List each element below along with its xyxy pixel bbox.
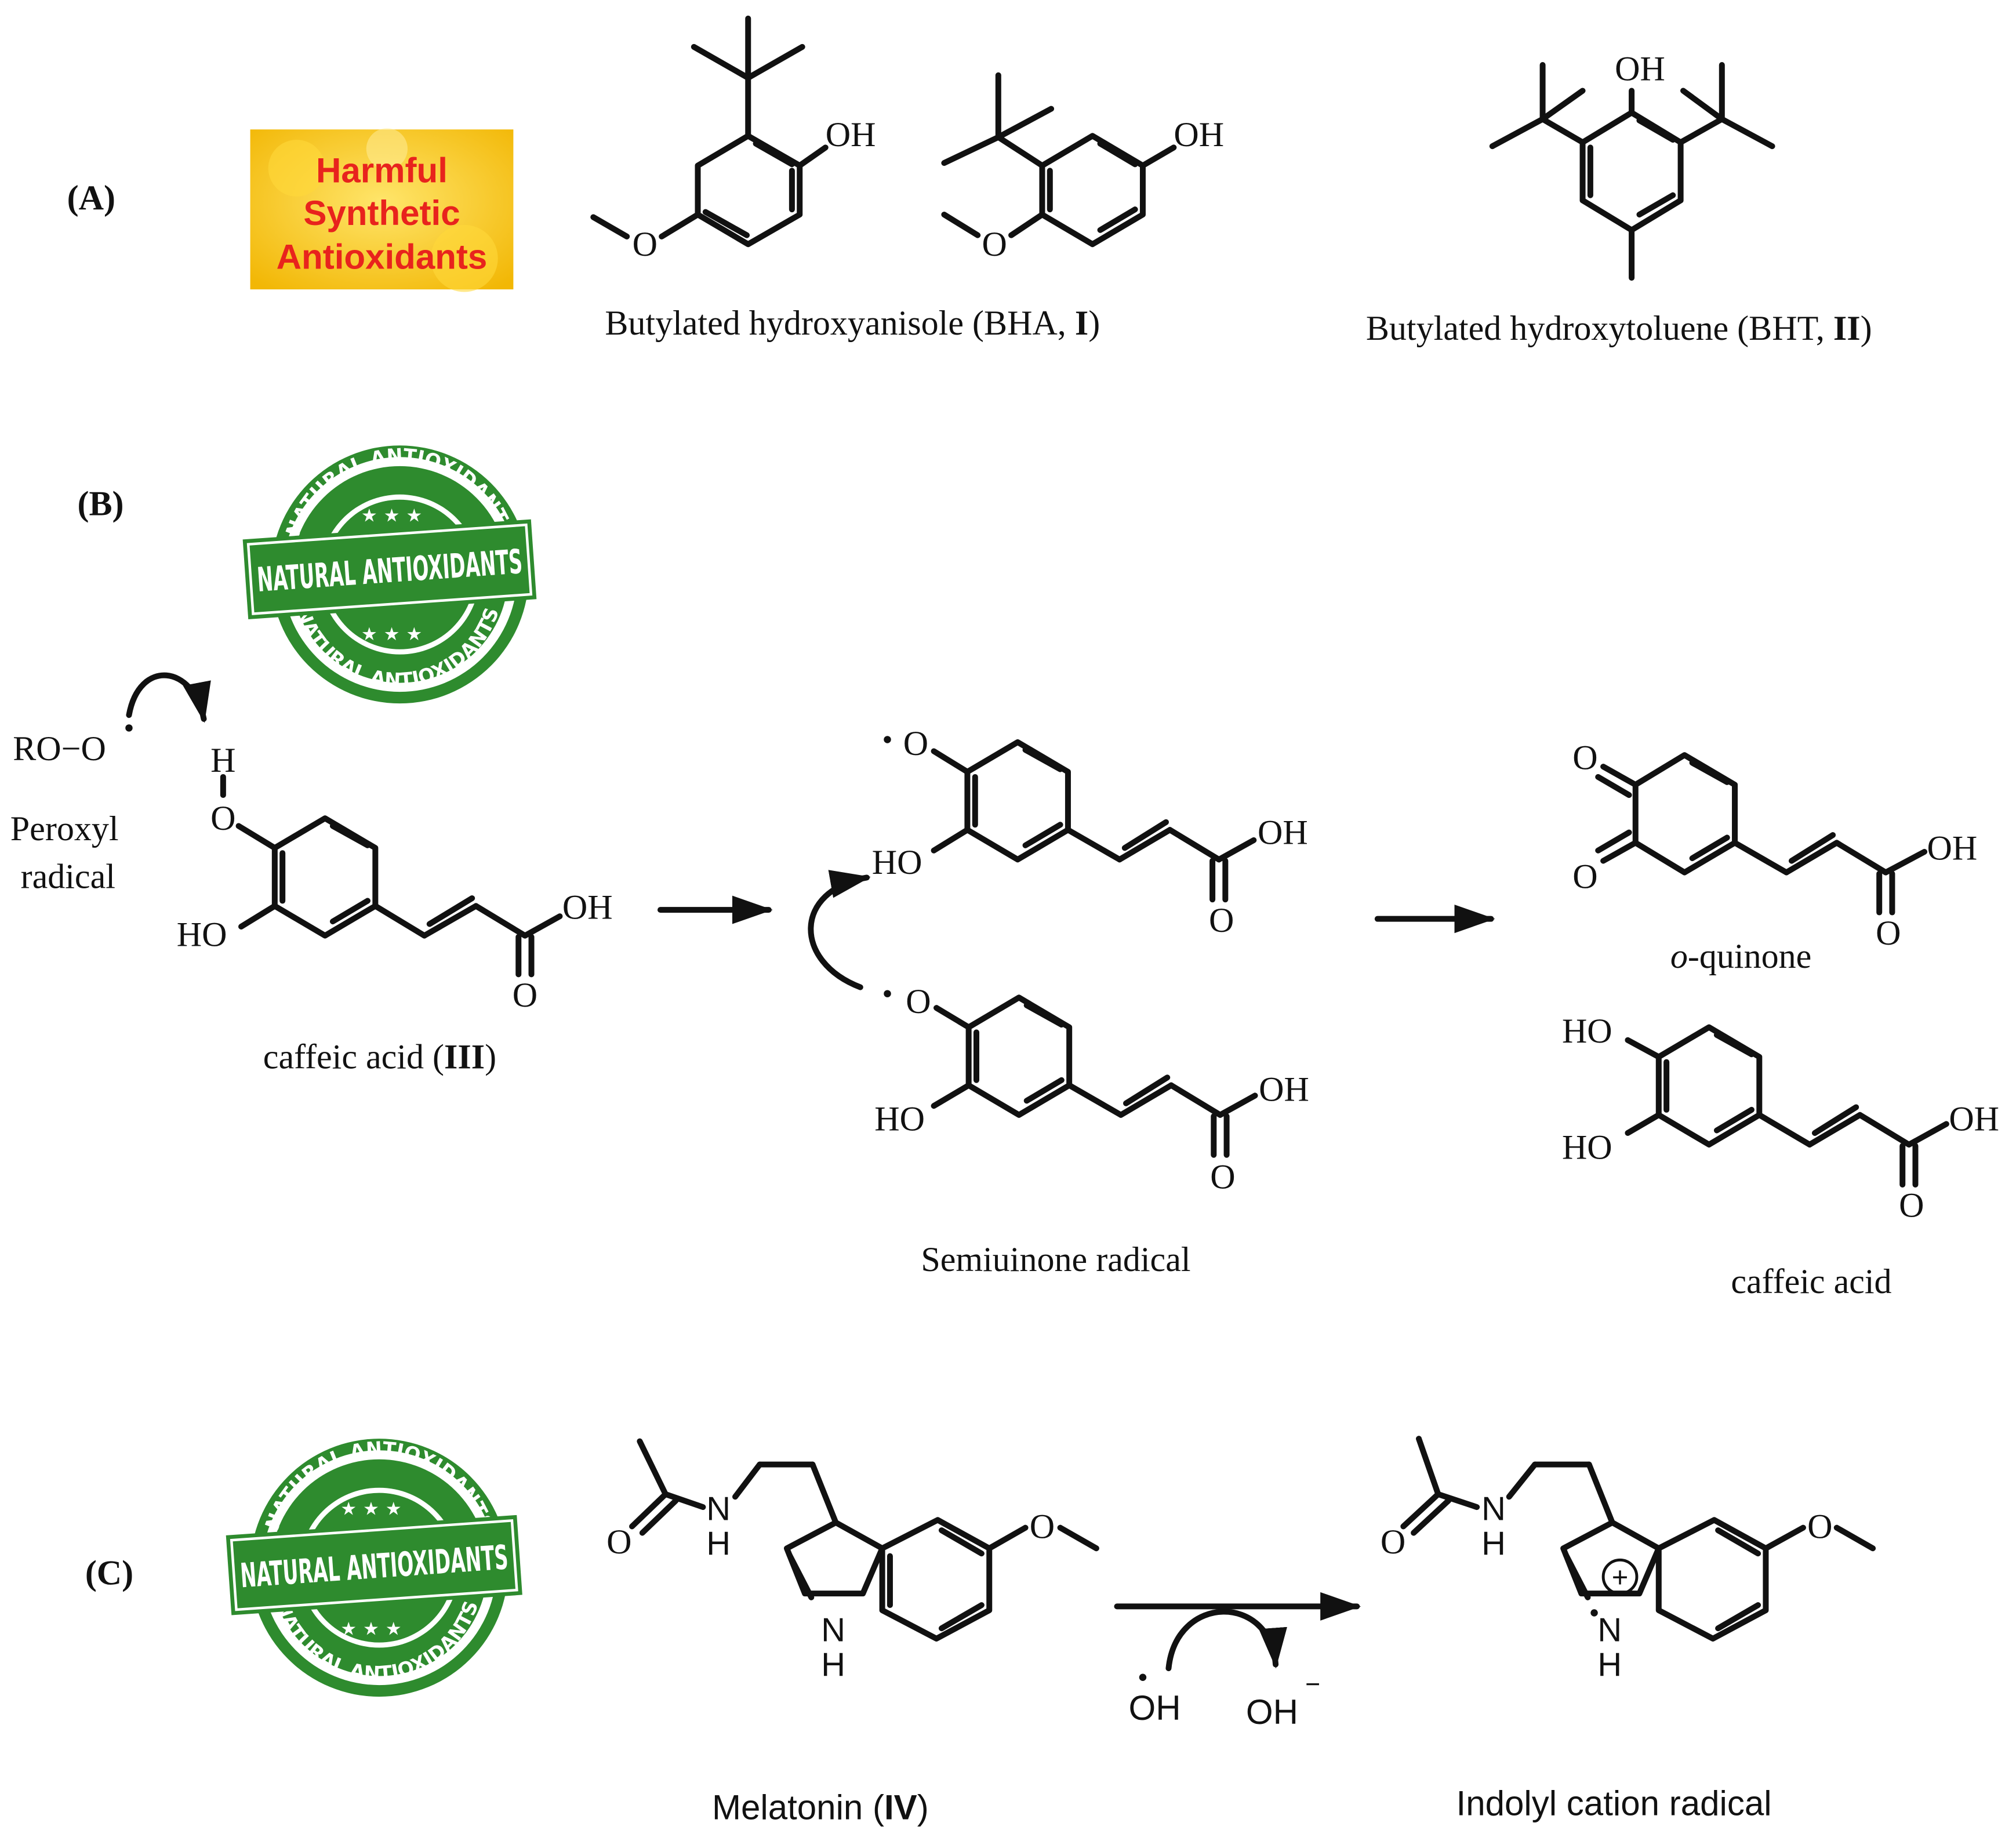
semiquinone-1-o-label: O [903,724,928,762]
melatonin-ether-o-label: O [1030,1506,1055,1545]
semiquinone-2-o-label: O [906,982,931,1021]
bha1-o-label: O [633,224,658,263]
indolyl-ether-o-label: O [1807,1506,1832,1545]
badge-line-antioxidants: Antioxidants [277,237,488,276]
melatonin-indole-n-label: N [821,1611,845,1649]
melatonin-caption: Melatonin (IV) [712,1788,929,1827]
bht-caption-text: Butylated hydroxytoluene (BHT, [1366,308,1833,347]
indolyl-carbonyl-o-label: O [1381,1522,1405,1561]
melatonin-caption-number: IV [884,1788,917,1827]
indolyl-indole-h-label: H [1597,1646,1622,1683]
semiquinone-1-oh-label: OH [1258,813,1308,852]
bha-caption-text: Butylated hydroxyanisole (BHA, [605,303,1075,342]
caffeic-product-carbonyl-o-label: O [1899,1186,1924,1225]
semiquinone-caption: Semiuinone radical [921,1240,1190,1279]
indolyl-caption: Indolyl cation radical [1456,1784,1772,1823]
panel-label-a: (A) [67,178,115,217]
melatonin-structure [629,1438,1099,1642]
o-quinone-structure [1595,752,1928,916]
bha-caption-end: ) [1088,303,1100,342]
iii-ho-label: HO [177,914,227,953]
caffeic-product-oh-label: OH [1949,1099,1999,1138]
bha-isomer-1-structure [590,15,829,248]
svg-text:★ ★ ★: ★ ★ ★ [340,1618,401,1639]
melatonin-indole-h-label: H [821,1646,845,1683]
caffeic-iii-caption-end: ) [485,1037,496,1076]
peroxyl-caption-line2: radical [21,856,115,895]
disproportionation-arrow [808,870,871,990]
o-quinone-caption-prefix: o [1670,936,1688,975]
svg-text:★ ★ ★: ★ ★ ★ [361,506,422,527]
indolyl-amide-n-label: N [1481,1490,1506,1527]
caffeic-iii-caption: caffeic acid (III) [263,1037,496,1076]
semiquinone-2-radical-dot [884,990,891,997]
hydroxyl-radical-curved-arrow [1165,1608,1287,1672]
bht-caption-end: ) [1861,308,1872,347]
bht-caption-number: II [1833,308,1861,347]
caffeic-acid-iii-structure [235,815,563,978]
peroxyl-ro-o-label: RO−O [13,729,106,768]
iii-h-label: H [210,740,235,779]
melatonin-caption-text: Melatonin ( [712,1788,884,1827]
o-quinone-o-top-label: O [1572,738,1597,777]
o-quinone-caption-rest: -quinone [1688,936,1811,975]
o-quinone-oh-label: OH [1927,828,1978,867]
caffeic-iii-caption-text: caffeic acid ( [263,1037,444,1076]
o-quinone-caption: o-quinone [1670,936,1811,975]
panel-label-b: (B) [77,484,123,522]
caffeic-product-ho-top-label: HO [1562,1011,1612,1050]
iii-o-label: O [210,798,235,837]
caffeic-product-ho-bottom-label: HO [1562,1127,1612,1166]
panel-label-c: (C) [85,1553,133,1592]
natural-antioxidants-stamp-c: NATURAL ANTIOXIDANTS NATURAL ANTIOXIDANT… [226,1437,522,1697]
hydroxide-charge: − [1305,1670,1320,1698]
indolyl-indole-n-label: N [1597,1611,1622,1649]
semiquinone-2-structure [931,994,1258,1158]
semiquinone-2-ho-label: HO [874,1099,925,1138]
bha-isomer-2-structure [941,72,1177,248]
semiquinone-2-carbonyl-o-label: O [1210,1157,1235,1196]
synthetic-antioxidants-badge: Harmful Synthetic Antioxidants [250,128,514,292]
semiquinone-1-ho-label: HO [872,843,922,881]
badge-line-harmful: Harmful [316,151,448,190]
bht-structure [1489,62,1775,281]
bht-oh-label: OH [1615,49,1665,88]
o-quinone-carbonyl-o-label: O [1876,913,1901,952]
melatonin-carbonyl-o-label: O [606,1522,631,1561]
peroxyl-caption-line1: Peroxyl [10,809,119,848]
hydroxyl-radical-dot [1139,1673,1147,1681]
indolyl-plus-charge: + [1612,1562,1629,1593]
bha1-oh-label: OH [826,115,876,154]
semiquinone-1-carbonyl-o-label: O [1209,901,1234,939]
hydroxyl-radical-label: OH [1128,1689,1180,1727]
caffeic-iii-caption-number: III [444,1037,485,1076]
semiquinone-2-oh-label: OH [1259,1069,1309,1108]
bht-caption: Butylated hydroxytoluene (BHT, II) [1366,308,1872,347]
melatonin-amide-h-label: H [706,1525,731,1562]
hydrogen-abstraction-arrow [126,672,211,723]
indolyl-amide-h-label: H [1481,1525,1506,1562]
peroxyl-radical-dot [125,724,133,732]
iii-carbonyl-o-label: O [513,975,537,1014]
bha2-oh-label: OH [1174,115,1224,154]
indolyl-radical-dot [1590,1609,1598,1617]
bha-caption-number: I [1075,303,1088,342]
melatonin-amide-n-label: N [706,1490,731,1527]
svg-text:★ ★ ★: ★ ★ ★ [340,1498,401,1519]
natural-antioxidants-stamp: NATURAL ANTIOXIDANTS NATURAL ANTIOXIDANT… [242,444,537,704]
indolyl-cation-radical-structure [1400,1436,1876,1642]
melatonin-caption-end: ) [917,1788,929,1827]
semiquinone-1-radical-dot [884,736,891,743]
o-quinone-o-bottom-label: O [1572,856,1597,895]
semiquinone-1-structure [931,739,1257,903]
svg-text:★ ★ ★: ★ ★ ★ [361,624,422,645]
bha-caption: Butylated hydroxyanisole (BHA, I) [605,303,1100,342]
badge-line-synthetic: Synthetic [303,194,460,233]
caffeic-acid-product-structure [1625,1024,1949,1188]
bha2-o-label: O [982,224,1007,263]
iii-oh-label: OH [562,888,613,927]
caffeic-acid-caption: caffeic acid [1731,1262,1891,1301]
hydroxide-label: OH [1246,1693,1298,1731]
